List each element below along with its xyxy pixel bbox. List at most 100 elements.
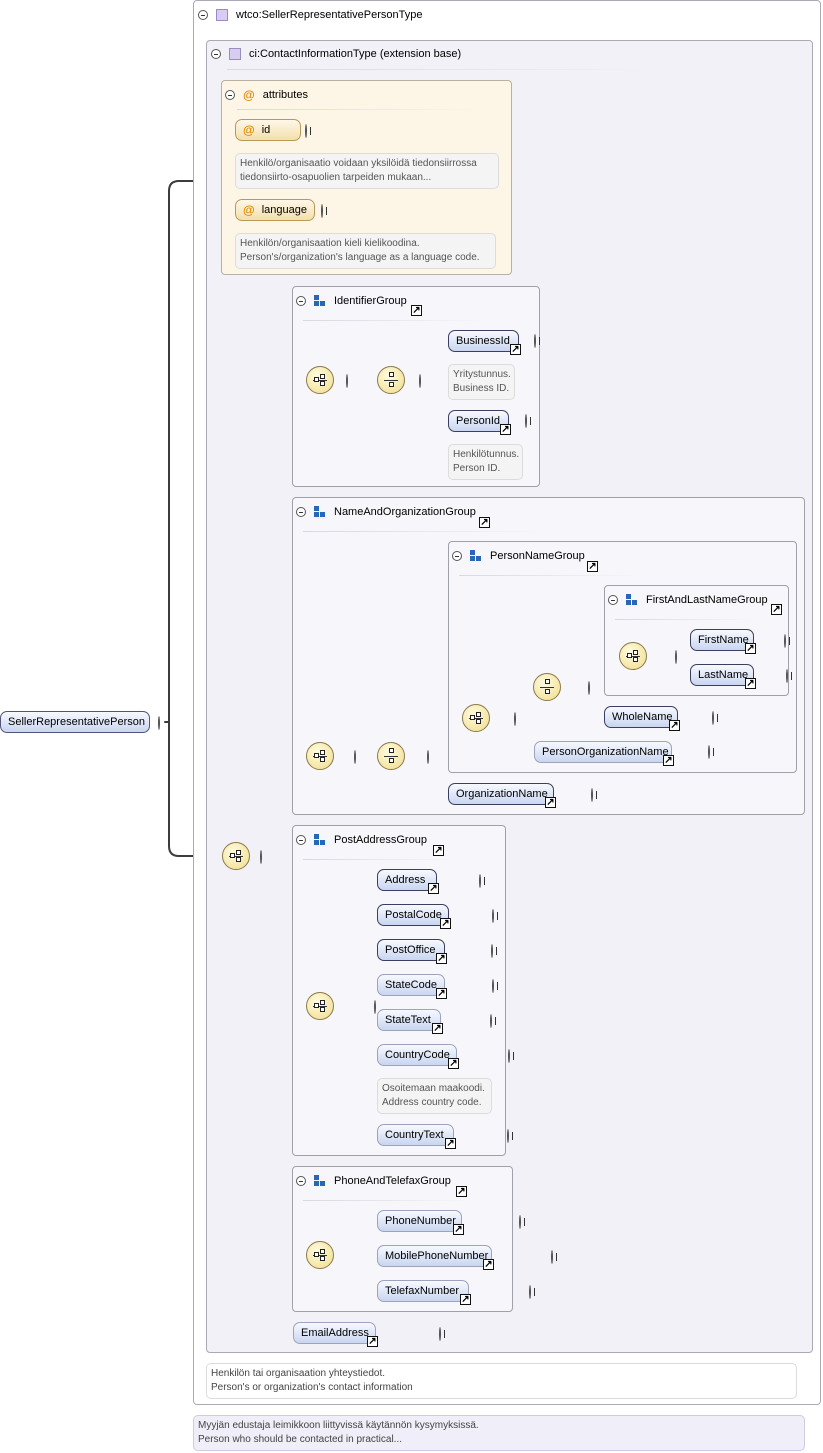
ref-arrow-icon[interactable]: ↗ — [771, 604, 782, 615]
sequence-compositor[interactable] — [306, 742, 334, 770]
element-postalcode[interactable]: PostalCode ↗ — [377, 904, 451, 929]
ref-arrow-icon[interactable]: ↗ — [483, 1259, 494, 1270]
element-name: PersonId — [456, 415, 501, 427]
collapse-toggle[interactable] — [427, 750, 429, 764]
sequence-compositor[interactable] — [306, 1241, 334, 1269]
expand-toggle[interactable] — [321, 204, 323, 218]
ref-arrow-icon[interactable]: ↗ — [453, 1224, 464, 1235]
doc-line: Osoitemaan maakoodi. — [382, 1083, 485, 1094]
element-name: SellerRepresentativePerson — [8, 716, 145, 728]
collapse-toggle[interactable] — [675, 650, 677, 664]
collapse-toggle[interactable] — [346, 374, 348, 388]
collapse-toggle[interactable] — [296, 507, 306, 517]
ref-arrow-icon[interactable]: ↗ — [440, 918, 451, 929]
element-statecode[interactable]: StateCode ↗ — [377, 974, 447, 999]
expand-toggle[interactable] — [712, 711, 714, 725]
ref-arrow-icon[interactable]: ↗ — [411, 305, 422, 316]
expand-toggle[interactable] — [786, 669, 788, 683]
expand-toggle[interactable] — [492, 909, 494, 923]
element-countrytext[interactable]: CountryText ↗ — [377, 1124, 456, 1149]
element-postoffice[interactable]: PostOffice ↗ — [377, 939, 447, 964]
element-address[interactable]: Address ↗ — [377, 869, 439, 894]
sequence-compositor[interactable] — [306, 992, 334, 1020]
collapse-toggle[interactable] — [514, 712, 516, 726]
expand-toggle[interactable] — [519, 1215, 521, 1229]
element-emailaddress[interactable]: EmailAddress ↗ — [293, 1322, 378, 1347]
collapse-toggle[interactable] — [354, 750, 356, 764]
sequence-compositor[interactable] — [462, 704, 490, 732]
element-firstname[interactable]: FirstName ↗ — [690, 629, 756, 654]
expand-toggle[interactable] — [784, 634, 786, 648]
expand-toggle[interactable] — [305, 124, 307, 138]
element-organizationname[interactable]: OrganizationName ↗ — [448, 783, 556, 808]
sequence-compositor[interactable] — [222, 842, 250, 870]
expand-toggle[interactable] — [507, 1129, 509, 1143]
element-businessid[interactable]: BusinessId ↗ — [448, 330, 521, 355]
expand-toggle[interactable] — [529, 1285, 531, 1299]
choice-compositor[interactable] — [377, 366, 405, 394]
expand-toggle[interactable] — [491, 944, 493, 958]
ref-arrow-icon[interactable]: ↗ — [432, 1023, 443, 1034]
ref-arrow-icon[interactable]: ↗ — [367, 1336, 378, 1347]
root-element[interactable]: SellerRepresentativePerson — [0, 711, 150, 733]
element-countrycode[interactable]: CountryCode ↗ — [377, 1044, 459, 1069]
ref-arrow-icon[interactable]: ↗ — [587, 561, 598, 572]
ref-arrow-icon[interactable]: ↗ — [500, 424, 511, 435]
element-personid[interactable]: PersonId ↗ — [448, 410, 511, 435]
ref-arrow-icon[interactable]: ↗ — [510, 344, 521, 355]
collapse-toggle[interactable] — [260, 850, 262, 864]
ref-arrow-icon[interactable]: ↗ — [436, 953, 447, 964]
expand-toggle[interactable] — [708, 745, 710, 759]
collapse-toggle[interactable] — [296, 835, 306, 845]
ref-arrow-icon[interactable]: ↗ — [745, 643, 756, 654]
element-lastname[interactable]: LastName ↗ — [690, 664, 756, 689]
attributes-title: attributes — [262, 89, 308, 101]
element-mobilephonenumber[interactable]: MobilePhoneNumber ↗ — [377, 1245, 494, 1270]
element-personorganizationname[interactable]: PersonOrganizationName ↗ — [534, 741, 674, 766]
collapse-toggle[interactable] — [419, 374, 421, 388]
element-phonenumber[interactable]: PhoneNumber ↗ — [377, 1210, 464, 1235]
collapse-toggle[interactable] — [588, 681, 590, 695]
attribute-id[interactable]: @ id — [235, 119, 301, 141]
sequence-compositor[interactable] — [619, 642, 647, 670]
collapse-toggle[interactable] — [296, 296, 306, 306]
ref-arrow-icon[interactable]: ↗ — [669, 720, 680, 731]
expand-toggle[interactable] — [591, 788, 593, 802]
expand-toggle[interactable] — [551, 1250, 553, 1264]
choice-compositor[interactable] — [533, 673, 561, 701]
ref-arrow-icon[interactable]: ↗ — [433, 845, 444, 856]
ref-arrow-icon[interactable]: ↗ — [460, 1294, 471, 1305]
collapse-toggle[interactable] — [452, 551, 462, 561]
sequence-compositor[interactable] — [306, 366, 334, 394]
ref-arrow-icon[interactable]: ↗ — [448, 1058, 459, 1069]
attribute-language[interactable]: @ language — [235, 199, 315, 221]
ref-arrow-icon[interactable]: ↗ — [428, 883, 439, 894]
expand-toggle[interactable] — [479, 874, 481, 888]
ref-arrow-icon[interactable]: ↗ — [545, 797, 556, 808]
collapse-toggle[interactable] — [296, 1176, 306, 1186]
ref-arrow-icon[interactable]: ↗ — [436, 988, 447, 999]
group-name: PhoneAndTelefaxGroup — [334, 1175, 451, 1187]
expand-toggle[interactable] — [439, 1327, 441, 1341]
ref-arrow-icon[interactable]: ↗ — [456, 1186, 467, 1197]
collapse-toggle[interactable] — [608, 595, 618, 605]
collapse-toggle[interactable] — [158, 716, 160, 730]
element-wholename[interactable]: WholeName ↗ — [604, 706, 680, 731]
choice-compositor[interactable] — [377, 742, 405, 770]
doc-line: Person's or organization's contact infor… — [211, 1382, 413, 1393]
element-telefaxnumber[interactable]: TelefaxNumber ↗ — [377, 1280, 471, 1305]
expand-toggle[interactable] — [534, 334, 536, 348]
expand-toggle[interactable] — [508, 1049, 510, 1063]
collapse-toggle[interactable] — [211, 49, 221, 59]
collapse-toggle[interactable] — [374, 1000, 376, 1014]
ref-arrow-icon[interactable]: ↗ — [479, 517, 490, 528]
collapse-toggle[interactable] — [225, 90, 235, 100]
expand-toggle[interactable] — [490, 1014, 492, 1028]
ref-arrow-icon[interactable]: ↗ — [663, 755, 674, 766]
expand-toggle[interactable] — [492, 979, 494, 993]
expand-toggle[interactable] — [525, 414, 527, 428]
collapse-toggle[interactable] — [198, 10, 208, 20]
ref-arrow-icon[interactable]: ↗ — [745, 678, 756, 689]
ref-arrow-icon[interactable]: ↗ — [445, 1138, 456, 1149]
element-statetext[interactable]: StateText ↗ — [377, 1009, 443, 1034]
